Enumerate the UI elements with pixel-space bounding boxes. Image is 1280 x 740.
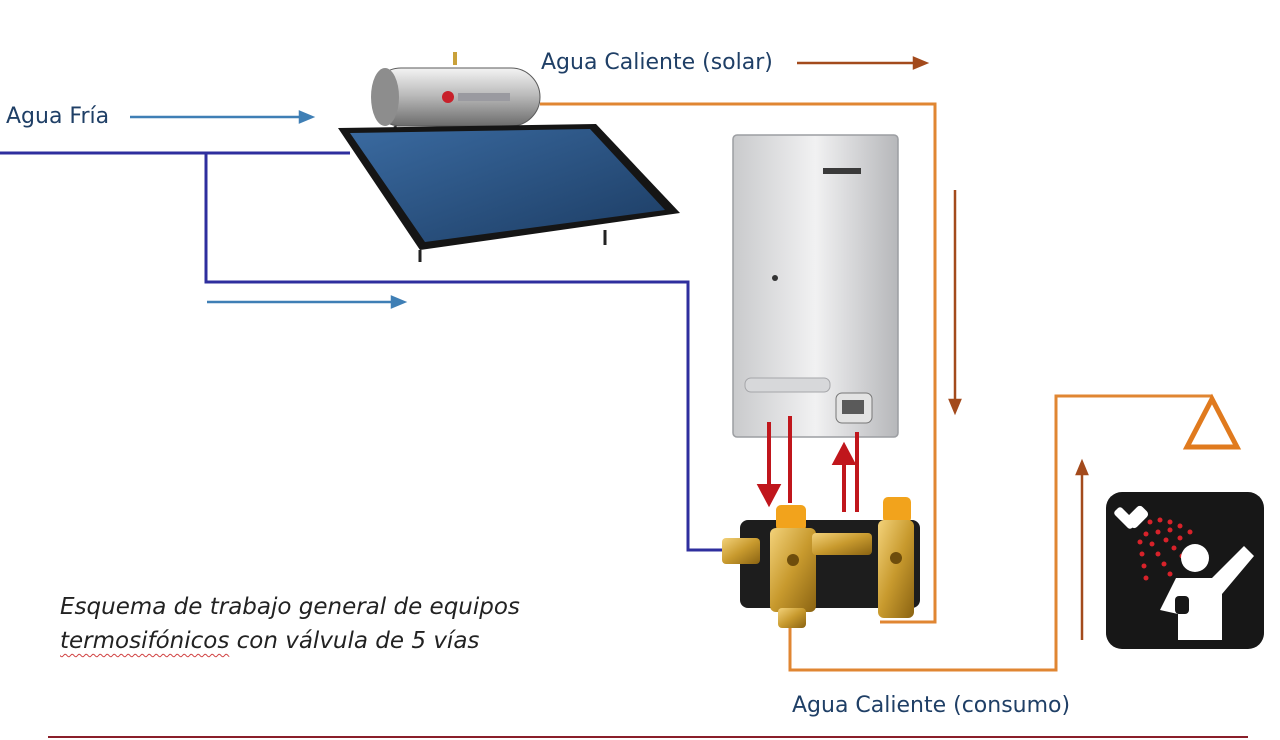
caption-line-1: Esquema de trabajo general de equipos [60, 594, 520, 620]
shower-person-icon [1106, 492, 1264, 649]
five-way-valve-icon [722, 497, 920, 628]
hot-consumption-pipe [788, 394, 1212, 672]
diagram-caption: Esquema de trabajo general de equipos te… [60, 590, 520, 658]
wall-heater-icon [732, 134, 899, 438]
hot-flow-arrows [797, 56, 1089, 640]
cold-flow-arrows [130, 110, 408, 309]
caption-line-2-rest: con válvula de 5 vías [229, 628, 480, 654]
hot-solar-pipe [540, 102, 937, 624]
bottom-divider [48, 736, 1248, 738]
shower-head-icon [1182, 393, 1242, 450]
hot-water-consumption-label: Agua Caliente (consumo) [792, 693, 1071, 718]
hot-water-solar-label: Agua Caliente (solar) [541, 50, 773, 75]
caption-line-2: termosifónicos con válvula de 5 vías [60, 624, 520, 658]
solar-collector-icon [338, 52, 680, 262]
valve-flow-arrows [756, 416, 859, 512]
cold-water-label: Agua Fría [6, 104, 110, 129]
caption-misspelled-word: termosifónicos [60, 628, 230, 654]
cold-water-pipes [0, 151, 735, 552]
